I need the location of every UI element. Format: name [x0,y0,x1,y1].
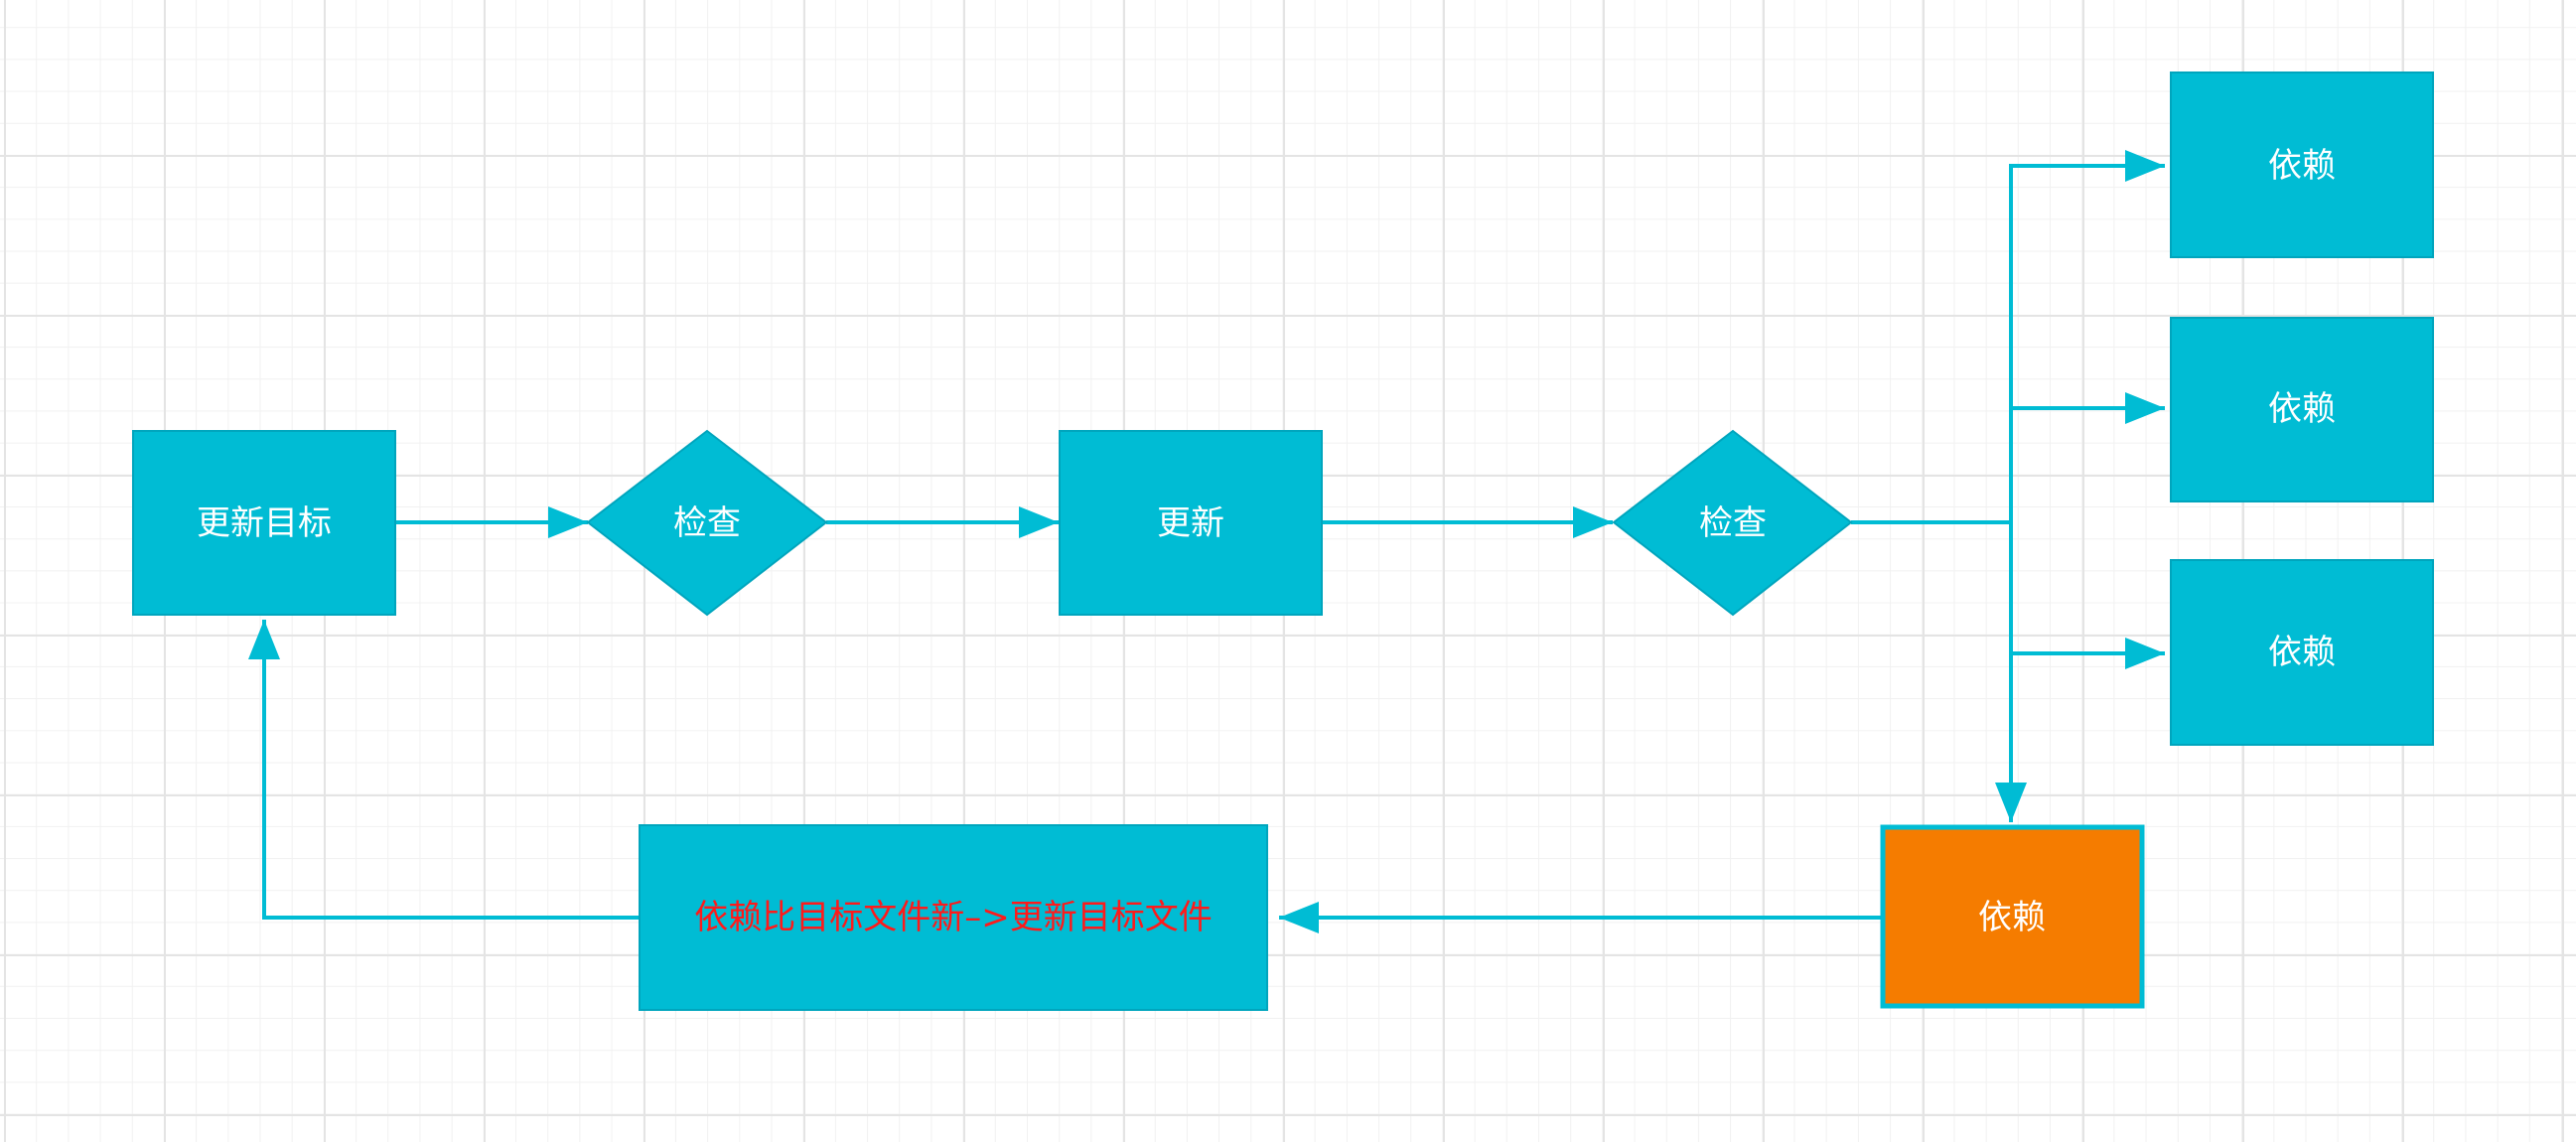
node-check-2[interactable]: 检查 [1612,429,1853,617]
node-dependency-3-shape[interactable] [2170,559,2434,746]
node-update-target-shape[interactable] [132,430,396,616]
node-dependency-4-label: 依赖 [1978,898,2046,937]
node-dependency-3-label: 依赖 [2268,633,2336,672]
node-check-2-shape[interactable] [1612,429,1853,617]
node-check-2-label: 检查 [1699,503,1767,543]
node-dependency-3[interactable]: 依赖 [2170,559,2434,746]
node-dependency-1-label: 依赖 [2268,146,2336,186]
node-update-target[interactable]: 更新目标 [132,430,396,616]
node-update-shape[interactable] [1059,430,1323,616]
node-update[interactable]: 更新 [1059,430,1323,616]
node-dependency-1-shape[interactable] [2170,71,2434,258]
node-update-label: 更新 [1157,503,1224,543]
node-dependency-2-label: 依赖 [2268,389,2336,429]
node-check-1-shape[interactable] [586,429,828,617]
edge-check-2-to-dependency-1 [1851,150,2165,524]
node-update-target-label: 更新目标 [197,503,332,543]
node-dependency-1[interactable]: 依赖 [2170,71,2434,258]
node-newer-rule-shape[interactable] [639,824,1268,1011]
node-newer-rule[interactable]: 依赖比目标文件新–>更新目标文件 [639,824,1268,1011]
edges [248,150,2165,933]
edge-newer-rule-to-update-target [248,620,640,920]
node-check-1-label: 检查 [673,503,741,543]
node-check-1[interactable]: 检查 [586,429,828,617]
node-dependency-2[interactable]: 依赖 [2170,317,2434,502]
node-dependency-4[interactable]: 依赖 [1880,824,2145,1009]
node-newer-rule-label: 依赖比目标文件新–>更新目标文件 [694,898,1213,937]
node-dependency-2-shape[interactable] [2170,317,2434,502]
node-dependency-4-shape[interactable] [1880,824,2145,1009]
